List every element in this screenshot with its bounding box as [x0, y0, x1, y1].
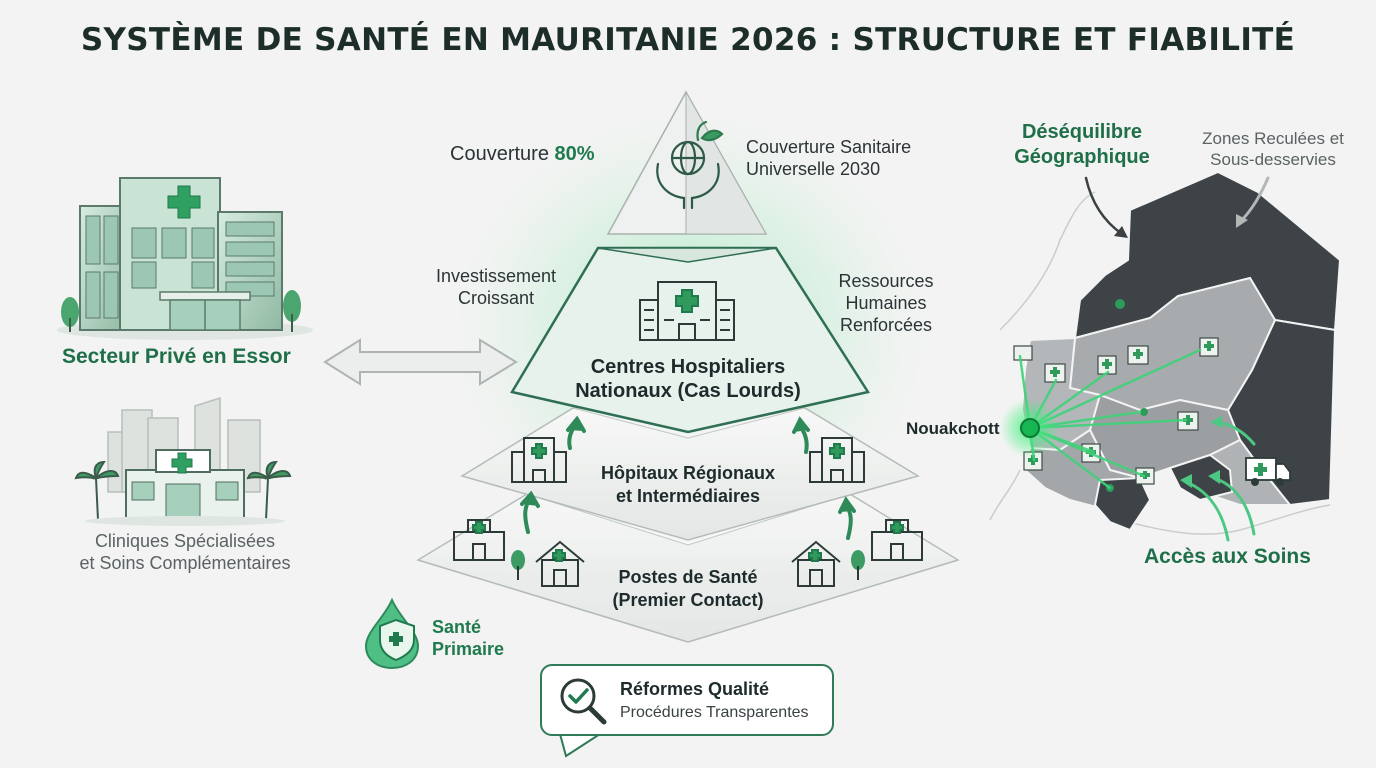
imbalance-heading: Déséquilibre Géographique — [996, 120, 1168, 170]
primary-tier-label: Postes de Santé (Premier Contact) — [570, 566, 806, 612]
national-line2: Nationaux (Cas Lourds) — [575, 380, 801, 402]
investment-line1: Investissement — [435, 266, 557, 286]
remote-zones-label: Zones Reculées et Sous-desservies — [1180, 128, 1366, 170]
callout-subtext: Procédures Transparentes — [620, 704, 809, 721]
primary-line1: Postes de Santé — [618, 567, 758, 587]
hr-line1: Ressources — [838, 271, 934, 291]
national-tier-label: Centres Hospitaliers Nationaux (Cas Lour… — [530, 355, 846, 403]
page-title: SYSTÈME DE SANTÉ EN MAURITANIE 2026 : ST… — [80, 22, 1296, 58]
clinics-line2: et Soins Complémentaires — [79, 553, 291, 573]
access-label: Accès aux Soins — [1144, 545, 1311, 568]
health-post-icon-4 — [871, 519, 923, 561]
double-arrow — [323, 338, 518, 386]
callout-heading: Réformes Qualité — [620, 679, 770, 699]
regional-hospital-icon-right — [809, 437, 865, 483]
regional-line2: et Intermédiaires — [615, 486, 761, 506]
regional-hospital-icon-left — [511, 437, 567, 483]
health-post-icon-2 — [535, 540, 585, 587]
health-post-icon-3 — [791, 540, 841, 587]
national-hospital-icon — [639, 281, 735, 341]
primary-line2: (Premier Contact) — [612, 590, 764, 610]
nouakchott-marker — [1020, 418, 1040, 438]
primary-badge-line2: Primaire — [432, 639, 505, 659]
private-sector-heading: Secteur Privé en Essor — [62, 345, 291, 368]
coverage-value: 80% — [554, 143, 595, 165]
uhc-goal-line2: Universelle 2030 — [746, 159, 881, 179]
investment-line2: Croissant — [457, 288, 535, 308]
droplet-shield-icon — [364, 597, 420, 670]
investment-note: Investissement Croissant — [412, 265, 580, 309]
mauritania-map — [989, 170, 1342, 535]
coverage-label: Couverture 80% — [450, 143, 595, 165]
ambulance-icon — [1245, 457, 1291, 486]
hr-line3: Renforcées — [839, 315, 933, 335]
primary-badge-line1: Santé — [432, 617, 482, 637]
magnifier-check-icon — [560, 678, 607, 725]
regional-tier-label: Hôpitaux Régionaux et Intermédiaires — [560, 462, 816, 508]
tree-icon — [61, 290, 301, 332]
hr-line2: Humaines — [845, 293, 927, 313]
primary-health-badge: Santé Primaire — [432, 616, 504, 660]
hands-globe-icon — [656, 120, 724, 210]
imbalance-line1: Déséquilibre — [1021, 121, 1143, 143]
upward-arrows — [520, 415, 856, 540]
capital-label: Nouakchott — [906, 419, 1000, 438]
clinic-illustration — [74, 396, 292, 526]
callout-pointer — [558, 733, 604, 758]
regional-line1: Hôpitaux Régionaux — [600, 463, 775, 483]
remote-line2: Sous-desservies — [1210, 150, 1336, 169]
uhc-goal-line1: Couverture Sanitaire — [746, 137, 912, 157]
clinics-line1: Cliniques Spécialisées — [94, 531, 276, 551]
tier-apex — [606, 90, 768, 235]
imbalance-line2: Géographique — [1014, 146, 1150, 168]
hr-note: Ressources Humaines Renforcées — [818, 270, 954, 336]
quality-reform-callout: Réformes Qualité Procédures Transparente… — [540, 664, 834, 736]
health-post-icon-1 — [453, 519, 505, 561]
palm-tree-icon — [74, 460, 292, 521]
tree-icon-right — [851, 550, 865, 580]
coverage-prefix: Couverture — [450, 143, 549, 165]
map-arrows — [1084, 176, 1270, 542]
national-line1: Centres Hospitaliers — [590, 356, 786, 378]
uhc-goal-label: Couverture Sanitaire Universelle 2030 — [746, 136, 911, 180]
remote-line1: Zones Reculées et — [1202, 129, 1344, 148]
clinics-label: Cliniques Spécialisées et Soins Compléme… — [40, 530, 330, 574]
tree-icon-left — [511, 550, 525, 580]
private-hospital-illustration — [57, 177, 313, 340]
